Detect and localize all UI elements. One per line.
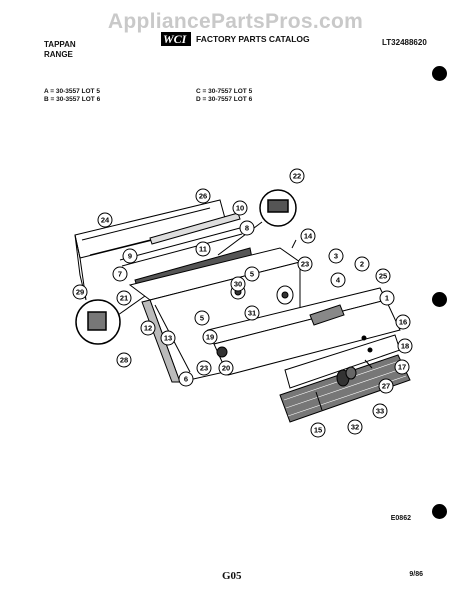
callout-3: 3 [328, 248, 344, 264]
callout-13: 13 [160, 330, 176, 346]
brand-name: TAPPAN [44, 40, 76, 49]
lot-d: D = 30-7557 LOT 6 [196, 96, 253, 103]
callout-17: 17 [394, 359, 410, 375]
callout-label: 19 [206, 333, 214, 342]
callout-label: 29 [76, 288, 84, 297]
catalog-title: FACTORY PARTS CATALOG [196, 34, 310, 44]
callout-label: 15 [314, 426, 322, 435]
callout-label: 30 [234, 280, 242, 289]
callout-label: 20 [222, 364, 230, 373]
callout-label: 12 [144, 324, 152, 333]
callout-label: 32 [351, 423, 359, 432]
binder-hole-icon [432, 66, 447, 81]
lot-c: C = 30-7557 LOT 5 [196, 88, 253, 95]
callout-label: 24 [101, 216, 110, 225]
callout-label: 13 [164, 334, 172, 343]
callout-4: 4 [330, 272, 346, 288]
callout-label: 3 [334, 252, 338, 261]
catalog-date: 9/86 [409, 571, 423, 578]
callout-16: 16 [395, 314, 411, 330]
callout-label: 25 [379, 272, 387, 281]
callout-label: 2 [360, 260, 364, 269]
callout-19: 19 [202, 329, 218, 345]
callout-label: 10 [236, 204, 244, 213]
lot-b: B = 30-3557 LOT 6 [44, 96, 101, 103]
callout-9: 9 [122, 248, 138, 264]
part-callouts: 2226102481491132354722529213013112161351… [72, 168, 413, 438]
callout-10: 10 [232, 200, 248, 216]
detail-circle-switch [217, 189, 297, 256]
callout-31: 31 [244, 305, 260, 321]
callout-label: 6 [184, 375, 188, 384]
callout-32: 32 [347, 419, 363, 435]
callout-20: 20 [218, 360, 234, 376]
svg-text:WCI: WCI [163, 32, 188, 46]
callout-label: 33 [376, 407, 384, 416]
callout-label: 26 [199, 192, 207, 201]
clock-assembly [276, 285, 345, 326]
callout-label: 17 [398, 363, 406, 372]
callout-7: 7 [112, 266, 128, 282]
binder-hole-icon [432, 292, 447, 307]
callout-12: 12 [140, 320, 156, 336]
callout-24: 24 [97, 212, 113, 228]
callout-label: 8 [245, 224, 249, 233]
callout-label: 18 [401, 342, 409, 351]
brand-block: TAPPAN RANGE [44, 40, 104, 60]
callout-6: 6 [178, 371, 194, 387]
callout-22: 22 [289, 168, 305, 184]
callout-label: 9 [128, 252, 132, 261]
callout-23: 23 [196, 360, 212, 376]
callout-label: 28 [120, 356, 128, 365]
wci-logo-icon: WCI [161, 32, 191, 46]
detail-circle-bracket [75, 295, 146, 345]
callout-33: 33 [372, 403, 388, 419]
callout-26: 26 [195, 188, 211, 204]
callout-label: 7 [118, 270, 122, 279]
page-code: G05 [222, 570, 242, 582]
callout-8: 8 [239, 220, 255, 236]
callout-23: 23 [297, 256, 313, 272]
callout-label: 1 [385, 294, 389, 303]
callout-label: 27 [382, 382, 390, 391]
callout-label: 14 [304, 232, 313, 241]
callout-label: 23 [200, 364, 208, 373]
callout-27: 27 [378, 378, 394, 394]
binder-hole-icon [432, 504, 447, 519]
callout-21: 21 [116, 290, 132, 306]
callout-29: 29 [72, 284, 88, 300]
callout-30: 30 [230, 276, 246, 292]
callout-label: 4 [336, 276, 341, 285]
callout-18: 18 [397, 338, 413, 354]
callout-2: 2 [354, 256, 370, 272]
callout-label: 23 [301, 260, 309, 269]
callout-label: 11 [199, 245, 207, 254]
callout-label: 5 [200, 314, 204, 323]
callout-label: 21 [120, 294, 128, 303]
callout-15: 15 [310, 422, 326, 438]
watermark-text: AppliancePartsPros.com [107, 10, 364, 33]
callout-1: 1 [379, 290, 395, 306]
callout-5: 5 [194, 310, 210, 326]
lot-a: A = 30-3557 LOT 5 [44, 88, 100, 95]
callout-5: 5 [244, 266, 260, 282]
callout-label: 5 [250, 270, 254, 279]
callout-label: 16 [399, 318, 407, 327]
callout-25: 25 [375, 268, 391, 284]
figure-code: E0862 [390, 515, 411, 522]
callout-label: 31 [248, 309, 256, 318]
callout-14: 14 [300, 228, 316, 244]
product-type: RANGE [44, 50, 73, 59]
callout-28: 28 [116, 352, 132, 368]
callout-label: 22 [293, 172, 301, 181]
callout-11: 11 [195, 241, 211, 257]
catalog-id: LT32488620 [382, 38, 427, 47]
